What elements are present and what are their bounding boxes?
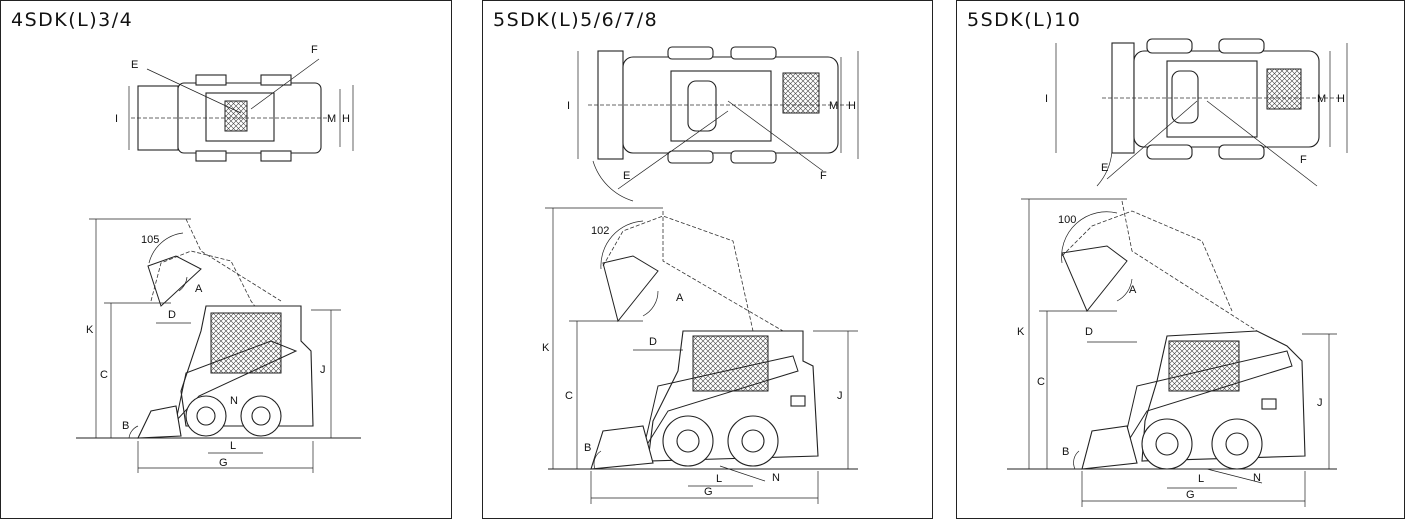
label-I: I bbox=[567, 100, 570, 112]
side-view bbox=[76, 218, 361, 473]
label-A: A bbox=[676, 292, 684, 304]
label-E: E bbox=[131, 59, 138, 71]
label-C: C bbox=[1037, 376, 1045, 388]
angle-label: 102 bbox=[591, 225, 609, 237]
label-M: M bbox=[1317, 93, 1326, 105]
label-F: F bbox=[1300, 154, 1307, 166]
label-I: I bbox=[1045, 93, 1048, 105]
label-D: D bbox=[168, 309, 176, 321]
label-N: N bbox=[1253, 472, 1261, 484]
panel-5sdk-10: 5SDK(L)10 I M H E F bbox=[956, 0, 1405, 519]
side-view bbox=[545, 207, 858, 504]
label-C: C bbox=[565, 390, 573, 402]
angle-label: 100 bbox=[1058, 214, 1076, 226]
label-M: M bbox=[829, 100, 838, 112]
label-I: I bbox=[115, 113, 118, 125]
label-G: G bbox=[1186, 489, 1195, 501]
label-H: H bbox=[848, 100, 856, 112]
dimension-drawing: E F I M H bbox=[76, 44, 361, 473]
label-L: L bbox=[1198, 473, 1204, 485]
label-K: K bbox=[86, 324, 94, 336]
panel-title: 5SDK(L)10 bbox=[967, 9, 1082, 31]
label-G: G bbox=[219, 457, 228, 469]
side-view bbox=[1007, 198, 1337, 507]
label-J: J bbox=[837, 390, 843, 402]
label-G: G bbox=[704, 486, 713, 498]
label-A: A bbox=[195, 283, 203, 295]
top-view bbox=[1055, 38, 1348, 187]
label-H: H bbox=[1337, 93, 1345, 105]
label-B: B bbox=[122, 420, 129, 432]
top-view bbox=[128, 58, 354, 162]
panel-title: 4SDK(L)3/4 bbox=[11, 9, 134, 31]
panel-5sdk-5-8: 5SDK(L)5/6/7/8 I M H E F bbox=[482, 0, 933, 519]
label-M: M bbox=[327, 113, 336, 125]
top-view bbox=[577, 46, 859, 202]
label-F: F bbox=[820, 170, 827, 182]
panel-title: 5SDK(L)5/6/7/8 bbox=[493, 9, 659, 31]
label-E: E bbox=[1101, 162, 1108, 174]
label-L: L bbox=[230, 440, 236, 452]
label-K: K bbox=[1017, 326, 1025, 338]
label-N: N bbox=[230, 395, 238, 407]
label-E: E bbox=[623, 170, 630, 182]
label-D: D bbox=[649, 336, 657, 348]
label-A: A bbox=[1129, 284, 1137, 296]
dimension-drawing: I M H E F bbox=[542, 46, 859, 504]
label-H: H bbox=[342, 113, 350, 125]
panel-4sdk-3-4: 4SDK(L)3/4 E F I M H bbox=[0, 0, 452, 519]
label-B: B bbox=[1062, 446, 1069, 458]
label-B: B bbox=[584, 442, 591, 454]
label-J: J bbox=[320, 364, 326, 376]
label-K: K bbox=[542, 342, 550, 354]
angle-label: 105 bbox=[141, 234, 159, 246]
label-C: C bbox=[100, 369, 108, 381]
label-J: J bbox=[1317, 397, 1323, 409]
label-F: F bbox=[311, 44, 318, 56]
dimension-drawing: I M H E F bbox=[1007, 38, 1348, 507]
label-D: D bbox=[1085, 326, 1093, 338]
label-L: L bbox=[716, 473, 722, 485]
label-N: N bbox=[772, 472, 780, 484]
